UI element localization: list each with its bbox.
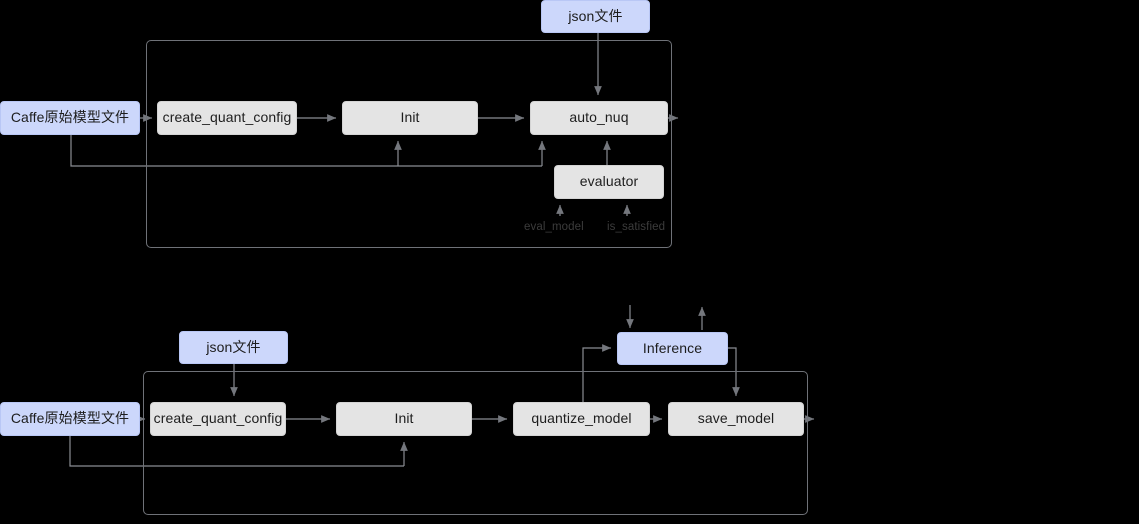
port-label-text: eval_model	[524, 221, 584, 233]
node-inference[interactable]: Inference	[617, 332, 728, 365]
node-json-file-top[interactable]: json文件	[541, 0, 650, 33]
port-label-text: is_satisfied	[607, 221, 666, 233]
node-label: save_model	[697, 410, 775, 427]
node-label: Caffe原始模型文件	[10, 410, 130, 427]
quantize-flow-container	[143, 371, 808, 515]
port-label-eval-model: eval_model	[524, 221, 584, 233]
node-create-quant-config-top[interactable]: create_quant_config	[157, 101, 297, 135]
node-init-bottom[interactable]: Init	[336, 402, 472, 436]
node-save-model[interactable]: save_model	[668, 402, 804, 436]
node-label: Caffe原始模型文件	[10, 109, 130, 126]
node-evaluator[interactable]: evaluator	[554, 165, 664, 199]
node-caffe-original-model-file-bottom[interactable]: Caffe原始模型文件	[0, 402, 140, 436]
node-label: json文件	[206, 338, 261, 355]
port-label-is-satisfied: is_satisfied	[607, 221, 665, 233]
node-json-file-bottom[interactable]: json文件	[179, 331, 288, 364]
node-auto-nuq[interactable]: auto_nuq	[530, 101, 668, 135]
auto-nuq-flow-container	[146, 40, 672, 248]
node-label: Inference	[642, 339, 703, 356]
node-create-quant-config-bottom[interactable]: create_quant_config	[150, 402, 286, 436]
node-label: auto_nuq	[569, 109, 629, 126]
node-caffe-original-model-file-top[interactable]: Caffe原始模型文件	[0, 101, 140, 135]
node-label: create_quant_config	[162, 109, 292, 126]
node-label: Init	[394, 410, 414, 427]
node-label: evaluator	[579, 173, 639, 190]
node-label: json文件	[568, 7, 623, 24]
node-init-top[interactable]: Init	[342, 101, 478, 135]
node-label: quantize_model	[531, 410, 632, 427]
node-label: Init	[400, 109, 420, 126]
node-quantize-model[interactable]: quantize_model	[513, 402, 650, 436]
node-label: create_quant_config	[153, 410, 283, 427]
